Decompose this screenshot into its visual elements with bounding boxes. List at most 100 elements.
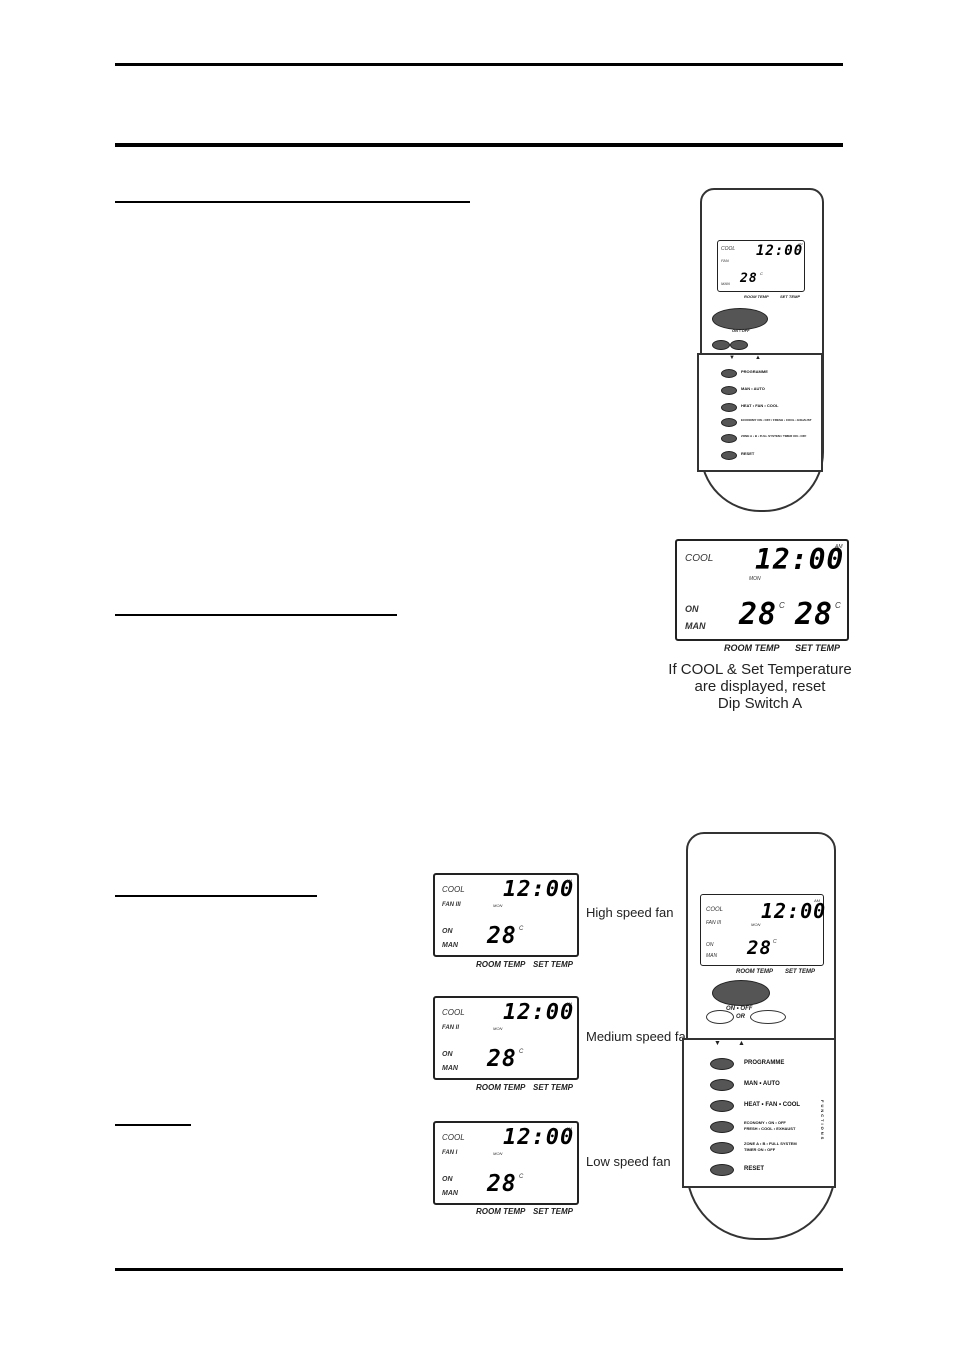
fan-medium-room-label: ROOM TEMP [476,1083,526,1092]
remote-top-unit: C [760,271,763,276]
remote-control-bottom: COOL FAN III 12:00 AM MON ON MAN 28 C RO… [682,832,836,1240]
fan-low-caption: Low speed fan [586,1154,671,1169]
big-lcd-caption-line1: If COOL & Set Temperature [668,661,852,678]
remote-bottom-row-btn-3[interactable] [710,1100,734,1112]
remote-bottom-row-btn-1[interactable] [710,1058,734,1070]
remote-bottom-onoff-label: ON • OFF [726,1006,753,1012]
remote-bottom-row-btn-4[interactable] [710,1121,734,1133]
fan-high-unit: C [519,926,524,932]
fan-low-unit: C [519,1174,524,1180]
section-heading-1-underline [115,201,470,203]
remote-top-onoff-button[interactable] [712,308,768,330]
fan-low-am: AM [566,1126,572,1131]
fan-high-mode: COOL [442,885,465,894]
remote-bottom-arrow-down: ▼ [714,1040,721,1047]
header-rule [115,143,843,147]
remote-bottom-on: ON [706,942,714,948]
footer-rule [115,1268,843,1271]
remote-bottom-or-label: OR [736,1014,745,1020]
fan-low-time: 12:00 [503,1125,575,1150]
fan-medium-caption: Medium speed fan [586,1029,693,1044]
remote-top-row-btn-4[interactable] [721,418,737,427]
remote-top-row-3: HEAT • FAN • COOL [741,403,779,408]
remote-bottom-row-4a: ECONOMY • ON • OFF [744,1120,786,1125]
fan-high-temp: 28 [487,923,517,949]
fan-high-fan: FAN III [442,902,461,908]
remote-bottom-hand-right-icon [750,1010,786,1024]
fan-low-fan: FAN I [442,1150,458,1156]
remote-bottom-row-btn-5[interactable] [710,1142,734,1154]
fan-high-caption: High speed fan [586,905,674,920]
fan-high-man: MAN [442,942,458,949]
remote-bottom-am: AM [814,898,820,903]
remote-top-onoff-label: ON • OFF [732,328,750,333]
fan-medium-temp: 28 [487,1046,517,1072]
remote-top-panel: ▼ ▲ PROGRAMME MAN • AUTO HEAT • FAN • CO… [697,353,823,472]
remote-top-man: MAN [721,281,730,286]
remote-bottom-panel: ▼ ▲ PROGRAMME MAN • AUTO HEAT • FAN • CO… [682,1038,836,1188]
remote-bottom-mode: COOL [706,907,724,913]
remote-top-time: 12:00 [756,243,804,259]
remote-bottom-onoff-button[interactable] [712,980,770,1006]
big-lcd-caption: If COOL & Set Temperature are displayed,… [665,661,855,712]
section-heading-2-underline [115,614,397,616]
big-lcd-mode: COOL [685,553,714,564]
big-lcd-caption-line3: Dip Switch A [717,695,803,712]
remote-top-am: AM [798,242,803,246]
fan-medium-set-label: SET TEMP [533,1083,574,1092]
remote-bottom-row-btn-2[interactable] [710,1079,734,1091]
remote-bottom-row-5a: ZONE A • B • FULL SYSTEM [744,1141,797,1146]
remote-bottom-lcd: COOL FAN III 12:00 AM MON ON MAN 28 C [700,894,827,966]
fan-low-on: ON [442,1176,453,1183]
fan-medium-unit: C [519,1049,524,1055]
remote-control-top: COOL 12:00 AM FAN 28 C MAN ROOM TEMP SET… [697,188,824,512]
remote-bottom-row-btn-6[interactable] [710,1164,734,1176]
remote-bottom-day: MON [751,922,761,927]
fan-medium-fan: FAN II [442,1025,460,1031]
big-lcd-man: MAN [685,621,706,631]
remote-top-row-btn-5[interactable] [721,434,737,443]
big-lcd-display: COOL 12:00 AM MON ON MAN 28 C 28 C [675,539,849,641]
big-lcd-caption-line2: are displayed, reset [694,678,826,695]
big-lcd-on: ON [685,604,699,614]
remote-bottom-time: 12:00 [761,899,827,923]
remote-top-row-4: ECONOMY ON • OFF / FRESH • COOL • EXHAUS… [741,418,812,422]
remote-bottom-temp: 28 [747,937,772,959]
remote-top-row-6: RESET [741,451,755,456]
big-lcd-day: MON [749,576,761,582]
fan-low-room-label: ROOM TEMP [476,1207,526,1216]
big-lcd-room-value: 28 [739,597,778,632]
fan-medium-am: AM [566,1001,572,1006]
fan-medium-mode: COOL [442,1008,465,1017]
remote-top-row-btn-6[interactable] [721,451,737,460]
remote-top-lcd: COOL 12:00 AM FAN 28 C MAN [717,240,805,292]
fan-low-man: MAN [442,1190,458,1197]
fan-high-time: 12:00 [503,877,575,902]
fan-display-high: COOL FAN III 12:00 AM MON ON MAN 28 C [433,873,579,957]
big-lcd-set-unit: C [835,601,841,610]
big-lcd-am: AM [835,544,843,550]
fan-medium-time: 12:00 [503,1000,575,1025]
remote-top-down-button[interactable] [712,340,730,350]
remote-top-row-btn-3[interactable] [721,403,737,412]
fan-high-set-label: SET TEMP [533,960,574,969]
remote-top-row-btn-2[interactable] [721,386,737,395]
big-lcd-time: 12:00 [755,543,845,576]
remote-bottom-row-1: PROGRAMME [744,1060,785,1066]
fan-medium-man: MAN [442,1065,458,1072]
remote-bottom-row-3: HEAT • FAN • COOL [744,1102,801,1108]
big-lcd-set-value: 28 [795,597,834,632]
remote-top-row-btn-1[interactable] [721,369,737,378]
fan-high-room-label: ROOM TEMP [476,960,526,969]
remote-top-arrow-up: ▲ [755,355,761,361]
remote-top-up-button[interactable] [730,340,748,350]
section-heading-3-underline [115,895,317,897]
remote-top-set-temp: SET TEMP [780,294,801,299]
remote-top-mode: COOL [721,246,736,252]
fan-low-mode: COOL [442,1133,465,1142]
fan-low-temp: 28 [487,1171,517,1197]
remote-bottom-arrow-up: ▲ [738,1040,745,1047]
fan-display-low: COOL FAN I 12:00 AM MON ON MAN 28 C [433,1121,579,1205]
remote-top-row-1: PROGRAMME [741,369,768,374]
fan-high-on: ON [442,928,453,935]
